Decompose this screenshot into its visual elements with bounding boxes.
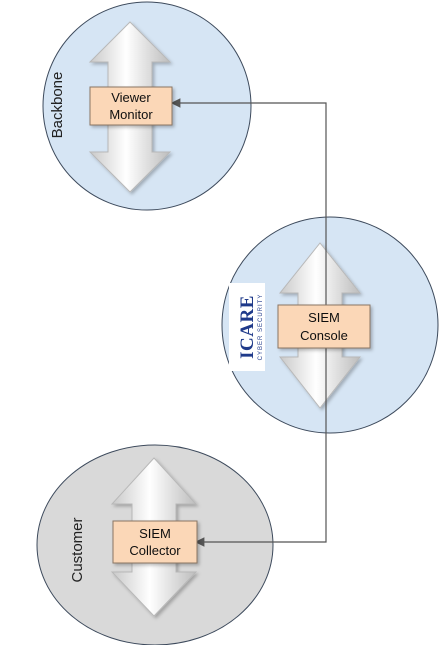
node-siem-console-line1: SIEM [308, 310, 340, 325]
node-viewer-monitor-line2: Monitor [109, 107, 153, 122]
node-siem-collector: SIEM Collector [112, 520, 198, 564]
node-siem-console-line2: Console [300, 328, 348, 343]
zone-label-backbone: Backbone [49, 72, 66, 139]
zone-label-customer: Customer [69, 517, 86, 582]
node-viewer-monitor: Viewer Monitor [89, 86, 173, 126]
node-viewer-monitor-line1: Viewer [111, 90, 151, 105]
connector-console-to-viewer [170, 98, 327, 305]
node-siem-collector-line1: SIEM [139, 526, 171, 541]
connector-console-to-collector [194, 348, 327, 547]
icare-logo-sub: CYBER SECURITY [258, 294, 264, 361]
icare-logo-main: ICARE [237, 295, 258, 359]
node-siem-console: SIEM Console [277, 304, 371, 349]
node-siem-collector-line2: Collector [129, 543, 181, 558]
icare-logo: ICARE CYBER SECURITY [229, 283, 265, 371]
